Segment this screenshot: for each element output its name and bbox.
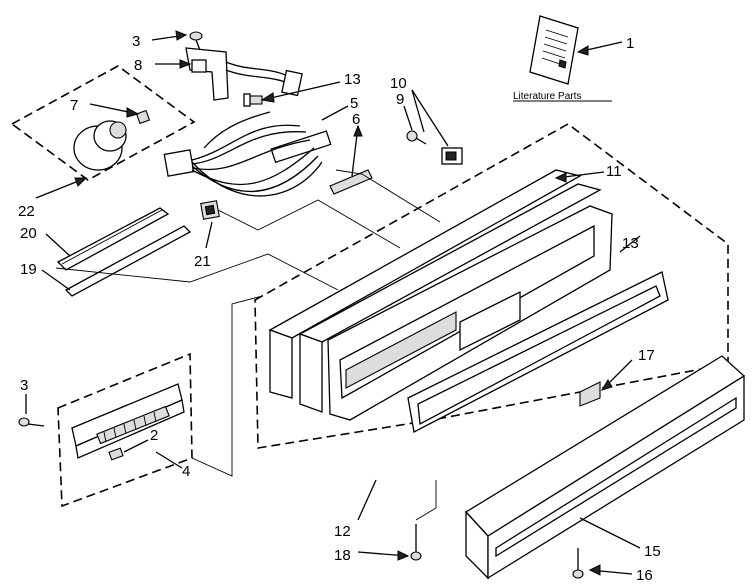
- top-switch-bracket: [185, 31, 303, 101]
- callout-12: 12: [334, 523, 351, 540]
- callout-21: 21: [194, 253, 211, 270]
- callout-22: 22: [18, 203, 35, 220]
- window-frame-13: [407, 271, 669, 433]
- console-middle-panel: [298, 183, 602, 413]
- callout-17: 17: [638, 347, 655, 364]
- callout-16: 16: [636, 567, 653, 584]
- callout-3-bottom: 3: [20, 377, 28, 394]
- screw-3-bottom: [18, 417, 30, 427]
- literature-caption: Literature Parts: [513, 91, 581, 102]
- leader-switch-to-panel: [191, 295, 263, 477]
- callout-5: 5: [350, 95, 358, 112]
- switch-module: [71, 383, 185, 461]
- part-17: [579, 381, 601, 407]
- callout-14: 13: [344, 71, 361, 88]
- strip-6: [329, 169, 373, 195]
- rail-20: [56, 207, 170, 271]
- wire-harness: [163, 111, 332, 197]
- knob-assembly: [73, 109, 151, 171]
- callout-11: 11: [606, 163, 622, 180]
- knob-group-outline: [10, 65, 196, 181]
- callout-10: 10: [390, 75, 407, 92]
- callout-15: 15: [644, 543, 661, 560]
- callout-18: 18: [334, 547, 351, 564]
- callout-3-top: 3: [132, 33, 140, 50]
- callout-7: 7: [70, 97, 78, 114]
- clip-10: [441, 147, 463, 165]
- screw-16: [572, 548, 584, 579]
- callout-13: 13: [622, 235, 639, 252]
- screw-18: [410, 480, 437, 561]
- console-back-panel: [268, 169, 582, 399]
- screw-9: [406, 130, 427, 145]
- callout-8: 8: [134, 57, 142, 74]
- callout-1: 1: [626, 35, 634, 52]
- callout-6: 6: [352, 111, 360, 128]
- screw-14: [243, 93, 263, 107]
- bottom-trim-15: [464, 355, 746, 580]
- console-front-panel: [327, 205, 613, 421]
- callout-2: 2: [150, 427, 158, 444]
- part-21: [200, 200, 220, 220]
- callout-19: 19: [20, 261, 37, 278]
- callout-20: 20: [20, 225, 37, 242]
- callout-4: 4: [182, 463, 190, 480]
- literature-booklet: [529, 15, 579, 85]
- rail-19: [64, 225, 192, 297]
- callout-9: 9: [396, 91, 404, 108]
